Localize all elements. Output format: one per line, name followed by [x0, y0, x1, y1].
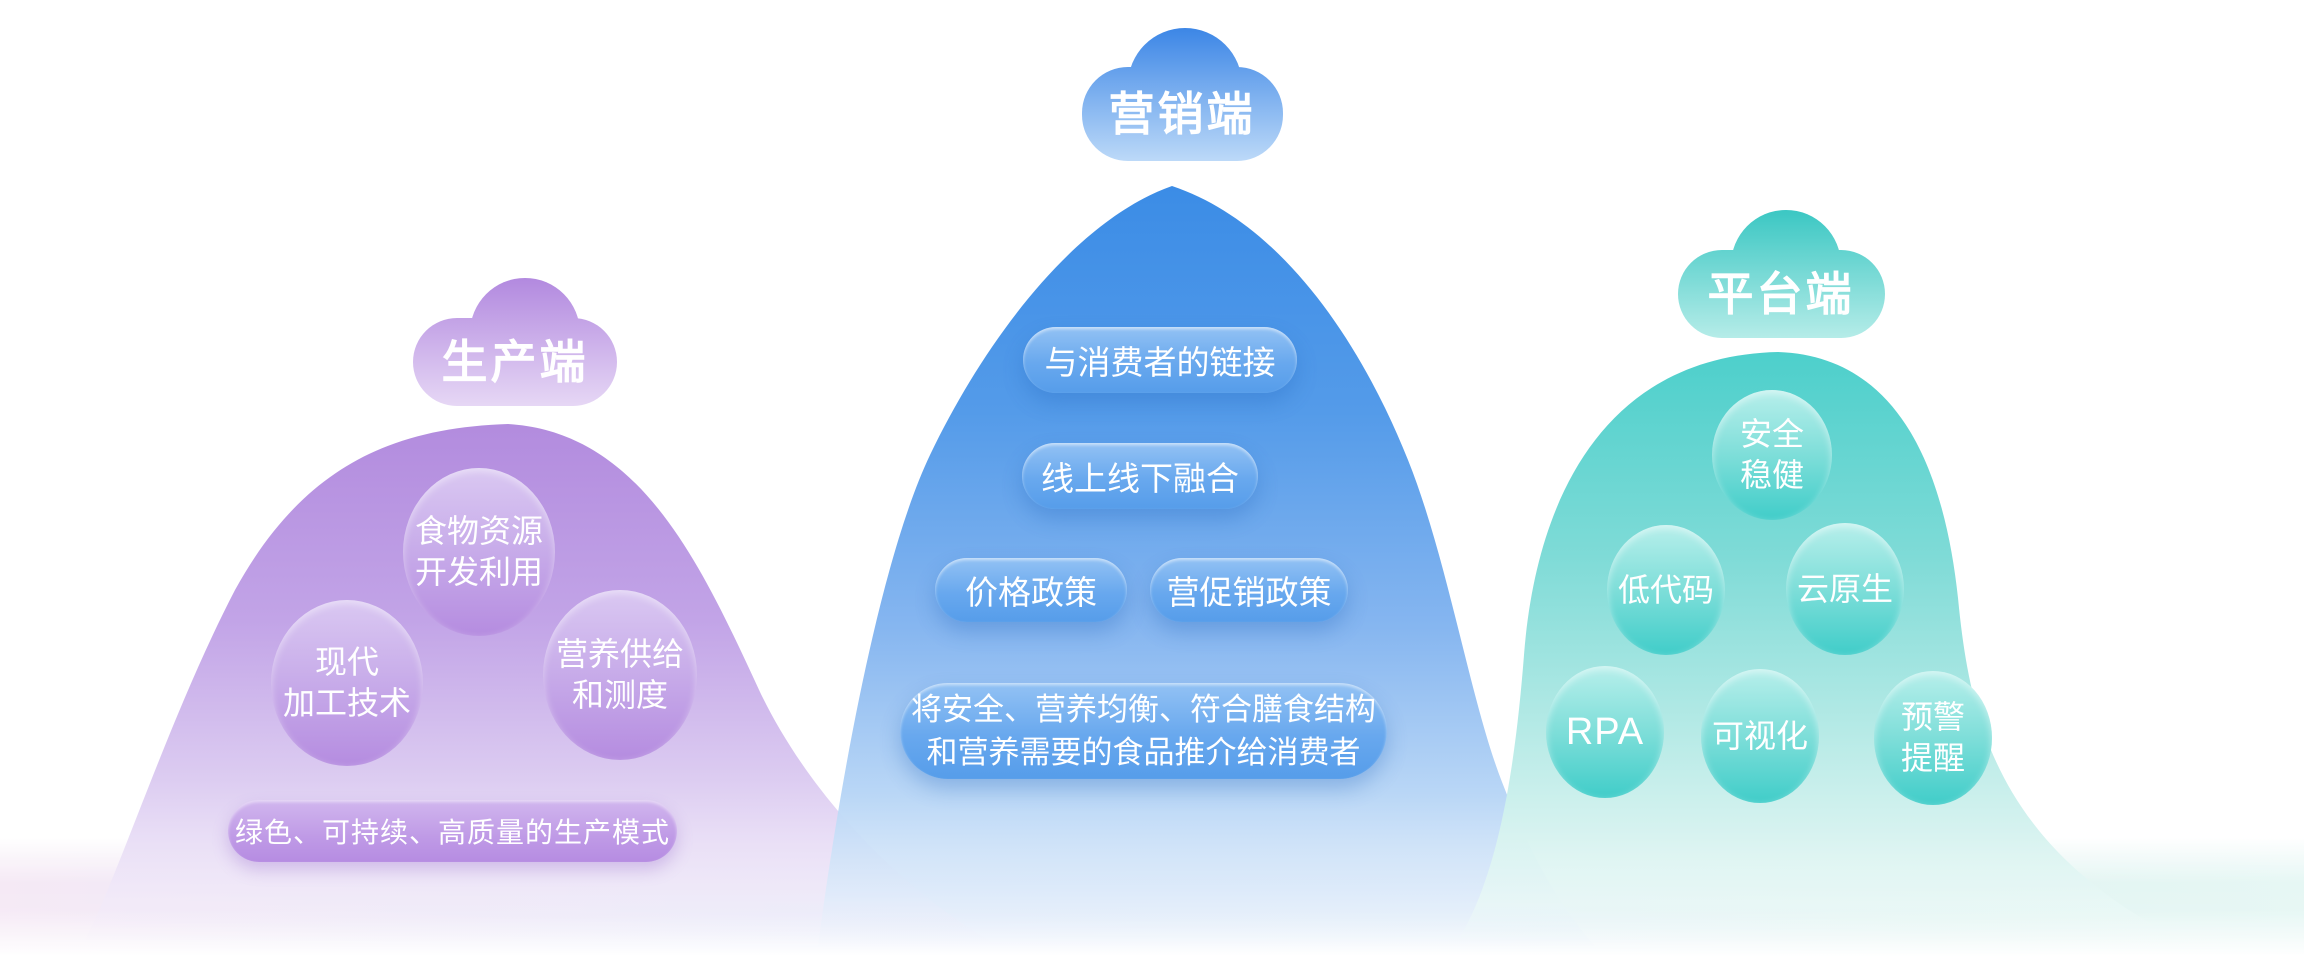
bubble-line: 预警 — [1900, 699, 1965, 735]
platform-bubble-early-warning: 预警 提醒 — [1874, 671, 1992, 805]
bubble-line: 安全 — [1739, 416, 1804, 452]
marketing-pill-online-offline: 线上线下融合 — [1022, 443, 1258, 509]
pill-label: 与消费者的链接 — [1044, 344, 1276, 381]
bubble-line: 提醒 — [1900, 740, 1965, 776]
bubble-line: 和测度 — [571, 677, 668, 713]
bubble-line: 可视化 — [1711, 717, 1808, 754]
marketing-cloud — [1082, 28, 1283, 161]
platform-cloud — [1678, 210, 1885, 338]
platform-cloud-label: 平台端 — [1707, 268, 1855, 320]
bubble-line: 加工技术 — [282, 685, 411, 721]
bubble-line: 稳健 — [1739, 457, 1804, 493]
marketing-pill-consumer-link: 与消费者的链接 — [1023, 327, 1297, 393]
bubble-line: 现代 — [314, 644, 379, 680]
pill-label: 价格政策 — [965, 574, 1097, 611]
pill-label: 线上线下融合 — [1041, 460, 1239, 497]
production-cloud — [413, 278, 617, 406]
marketing-pill-price-policy: 价格政策 — [935, 558, 1127, 622]
production-cloud-label: 生产端 — [441, 336, 589, 388]
pill-label: 绿色、可持续、高质量的生产模式 — [234, 817, 670, 848]
production-bubble-nutrition-supply: 营养供给 和测度 — [543, 590, 697, 760]
platform-bubble-cloud-native: 云原生 — [1786, 523, 1904, 655]
platform-bubble-low-code: 低代码 — [1607, 525, 1725, 655]
summary-line: 将安全、营养均衡、符合膳食结构 — [911, 692, 1376, 727]
bubble-line: 食物资源 — [414, 513, 543, 549]
marketing-pill-promotion-policy: 营促销政策 — [1150, 558, 1348, 622]
platform-bubble-rpa: RPA — [1546, 666, 1664, 798]
summary-line: 和营养需要的食品推介给消费者 — [926, 735, 1361, 770]
marketing-summary-pill: 将安全、营养均衡、符合膳食结构 和营养需要的食品推介给消费者 — [900, 683, 1387, 779]
pill-label: 营促销政策 — [1166, 574, 1332, 611]
bubble-line: 云原生 — [1796, 570, 1893, 607]
platform-bubble-visualization: 可视化 — [1701, 669, 1819, 803]
bubble-line: RPA — [1565, 710, 1645, 753]
bubble-line: 低代码 — [1617, 571, 1714, 608]
marketing-cloud-label: 营销端 — [1108, 88, 1256, 140]
production-bubble-processing-tech: 现代 加工技术 — [271, 600, 423, 766]
platform-bubble-secure-stable: 安全 稳健 — [1712, 390, 1832, 520]
bubble-line: 营养供给 — [555, 636, 684, 672]
bubble-line: 开发利用 — [414, 554, 543, 590]
production-bubble-food-resources: 食物资源 开发利用 — [403, 468, 555, 636]
production-base-pill: 绿色、可持续、高质量的生产模式 — [228, 800, 677, 862]
